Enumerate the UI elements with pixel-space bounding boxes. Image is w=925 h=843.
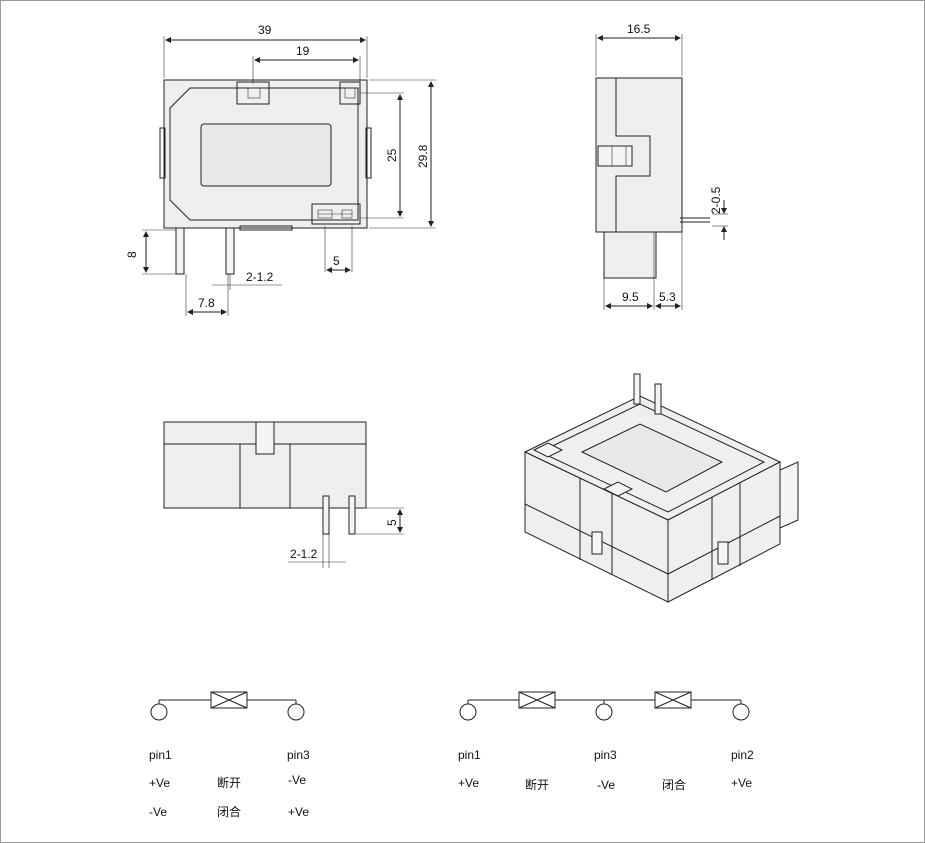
dim-front-pin-height: 5 bbox=[385, 519, 399, 526]
schematic-left-row1-state: 断开 bbox=[217, 775, 241, 790]
schematic-left-row1-right: -Ve bbox=[288, 773, 306, 787]
top-view: 39 19 29.8 25 8 5 2-1.2 7.8 bbox=[125, 23, 436, 316]
dim-side-base: 9.5 bbox=[622, 290, 639, 304]
isometric-view bbox=[523, 373, 799, 603]
dim-pin-spacing: 7.8 bbox=[198, 296, 215, 310]
schematic-right-pin1: pin1 bbox=[458, 748, 481, 762]
schematic-right-state-right: 闭合 bbox=[662, 777, 686, 792]
schematic-left-row2-left: -Ve bbox=[149, 805, 167, 819]
schematic-left: pin1 pin3 +Ve 断开 -Ve -Ve 闭合 +Ve bbox=[149, 691, 310, 819]
schematic-right-right: +Ve bbox=[731, 776, 752, 790]
schematic-right-middle: -Ve bbox=[597, 778, 615, 792]
schematic-left-row1-left: +Ve bbox=[149, 776, 170, 790]
schematic-right-left: +Ve bbox=[458, 776, 479, 790]
schematic-right-pin2: pin2 bbox=[731, 748, 754, 762]
dim-pin-diameter-top: 2-1.2 bbox=[246, 270, 274, 284]
dim-pin-offset: 5 bbox=[333, 254, 340, 268]
dim-top-width: 39 bbox=[258, 23, 272, 37]
dim-side-width: 16.5 bbox=[627, 22, 651, 36]
dim-top-inner-width: 19 bbox=[296, 44, 310, 58]
schematic-left-row2-state: 闭合 bbox=[217, 804, 241, 819]
dim-front-pin-diameter: 2-1.2 bbox=[290, 547, 318, 561]
dim-side-pin-thickness: 2-0.5 bbox=[709, 186, 723, 214]
front-view: 5 2-1.2 bbox=[163, 421, 404, 568]
schematic-right: pin1 pin3 pin2 +Ve 断开 -Ve 闭合 +Ve bbox=[458, 691, 754, 792]
schematic-left-pin3: pin3 bbox=[287, 748, 310, 762]
schematic-left-pin1: pin1 bbox=[149, 748, 172, 762]
schematic-left-row2-right: +Ve bbox=[288, 805, 309, 819]
side-view: 16.5 2-0.5 9.5 5.3 bbox=[595, 22, 728, 310]
dim-top-height-overall: 29.8 bbox=[416, 144, 430, 168]
dim-top-height-inner: 25 bbox=[385, 148, 399, 162]
dim-side-offset: 5.3 bbox=[659, 290, 676, 304]
dim-pin-length: 8 bbox=[125, 251, 139, 258]
schematic-right-state-left: 断开 bbox=[525, 777, 549, 792]
schematic-right-pin3: pin3 bbox=[594, 748, 617, 762]
